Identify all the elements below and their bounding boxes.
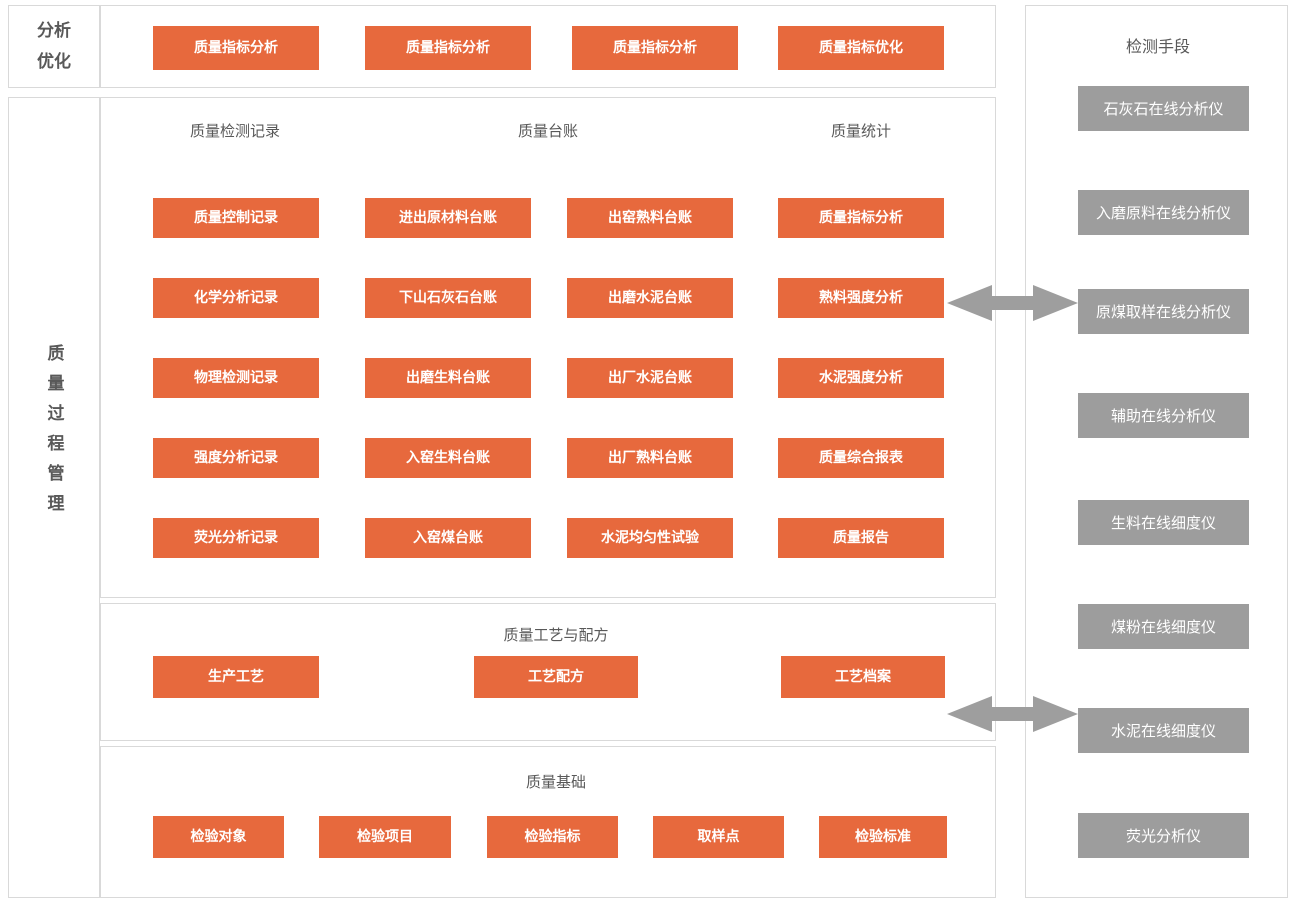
instrument-millfeed-online-analyzer: 入磨原料在线分析仪 — [1078, 190, 1249, 235]
node-limestone-ledger: 下山石灰石台账 — [365, 278, 531, 318]
node-mill-cement-ledger: 出磨水泥台账 — [567, 278, 733, 318]
instrument-coalpowder-fineness-analyzer: 煤粉在线细度仪 — [1078, 604, 1249, 649]
analysis-strip: 质量指标分析 质量指标分析 质量指标分析 质量指标优化 — [100, 5, 996, 88]
instrument-limestone-online-analyzer: 石灰石在线分析仪 — [1078, 86, 1249, 131]
node-kiln-clinker-ledger: 出窑熟料台账 — [567, 198, 733, 238]
node-quality-report: 质量报告 — [778, 518, 944, 558]
node-quality-index-optimization: 质量指标优化 — [778, 26, 944, 70]
node-inspection-standard: 检验标准 — [819, 816, 947, 858]
process-formula-header: 质量工艺与配方 — [503, 626, 609, 644]
detection-panel: 检测手段 石灰石在线分析仪 入磨原料在线分析仪 原煤取样在线分析仪 辅助在线分析… — [1025, 5, 1288, 898]
node-strength-analysis-record: 强度分析记录 — [153, 438, 319, 478]
instrument-rawmeal-fineness-analyzer: 生料在线细度仪 — [1078, 500, 1249, 545]
node-exfactory-cement-ledger: 出厂水泥台账 — [567, 358, 733, 398]
node-quality-index-analysis: 质量指标分析 — [778, 198, 944, 238]
analysis-optimization-label-box: 分析 优化 — [8, 5, 100, 88]
process-formula-section: 质量工艺与配方 生产工艺 工艺配方 工艺档案 — [100, 603, 996, 741]
statistics-column-header: 质量统计 — [830, 122, 891, 140]
instrument-rawcoal-online-analyzer: 原煤取样在线分析仪 — [1078, 289, 1249, 334]
records-section: 质量检测记录 质量台账 质量统计 质量控制记录 进出原材料台账 出窑熟料台账 质… — [100, 97, 996, 598]
node-quality-control-record: 质量控制记录 — [153, 198, 319, 238]
node-production-process: 生产工艺 — [153, 656, 319, 698]
ledger-column-header: 质量台账 — [517, 122, 578, 140]
node-clinker-strength-analysis: 熟料强度分析 — [778, 278, 944, 318]
node-raw-material-ledger: 进出原材料台账 — [365, 198, 531, 238]
node-cement-uniformity-test: 水泥均匀性试验 — [567, 518, 733, 558]
detection-panel-header: 检测手段 — [1125, 37, 1190, 56]
bidirectional-arrow-cement-fineness — [947, 696, 1078, 732]
instrument-cement-fineness-analyzer: 水泥在线细度仪 — [1078, 708, 1249, 753]
node-inspection-object: 检验对象 — [153, 816, 284, 858]
node-chemical-analysis-record: 化学分析记录 — [153, 278, 319, 318]
analysis-optimization-label: 分析 优化 — [37, 20, 71, 72]
node-inspection-item: 检验项目 — [319, 816, 451, 858]
node-process-formula: 工艺配方 — [474, 656, 638, 698]
node-exfactory-clinker-ledger: 出厂熟料台账 — [567, 438, 733, 478]
instrument-xrf-analyzer: 荧光分析仪 — [1078, 813, 1249, 858]
process-management-label: 质量过程管理 — [43, 344, 64, 524]
node-quality-index-analysis-1: 质量指标分析 — [153, 26, 319, 70]
node-mill-rawmeal-ledger: 出磨生料台账 — [365, 358, 531, 398]
node-inspection-index: 检验指标 — [487, 816, 618, 858]
quality-basics-section: 质量基础 检验对象 检验项目 检验指标 取样点 检验标准 — [100, 746, 996, 898]
node-kilnfeed-rawmeal-ledger: 入窑生料台账 — [365, 438, 531, 478]
quality-basics-header: 质量基础 — [525, 773, 586, 791]
node-quality-summary-report: 质量综合报表 — [778, 438, 944, 478]
node-quality-index-analysis-3: 质量指标分析 — [572, 26, 738, 70]
node-xrf-analysis-record: 荧光分析记录 — [153, 518, 319, 558]
node-process-archive: 工艺档案 — [781, 656, 945, 698]
bidirectional-arrow-clinker-strength — [947, 285, 1078, 321]
node-cement-strength-analysis: 水泥强度分析 — [778, 358, 944, 398]
node-sampling-point: 取样点 — [653, 816, 784, 858]
node-kiln-coal-ledger: 入窑煤台账 — [365, 518, 531, 558]
instrument-auxiliary-online-analyzer: 辅助在线分析仪 — [1078, 393, 1249, 438]
node-physical-test-record: 物理检测记录 — [153, 358, 319, 398]
process-management-label-box: 质量过程管理 — [8, 97, 100, 898]
node-quality-index-analysis-2: 质量指标分析 — [365, 26, 531, 70]
records-column-header: 质量检测记录 — [189, 122, 280, 140]
